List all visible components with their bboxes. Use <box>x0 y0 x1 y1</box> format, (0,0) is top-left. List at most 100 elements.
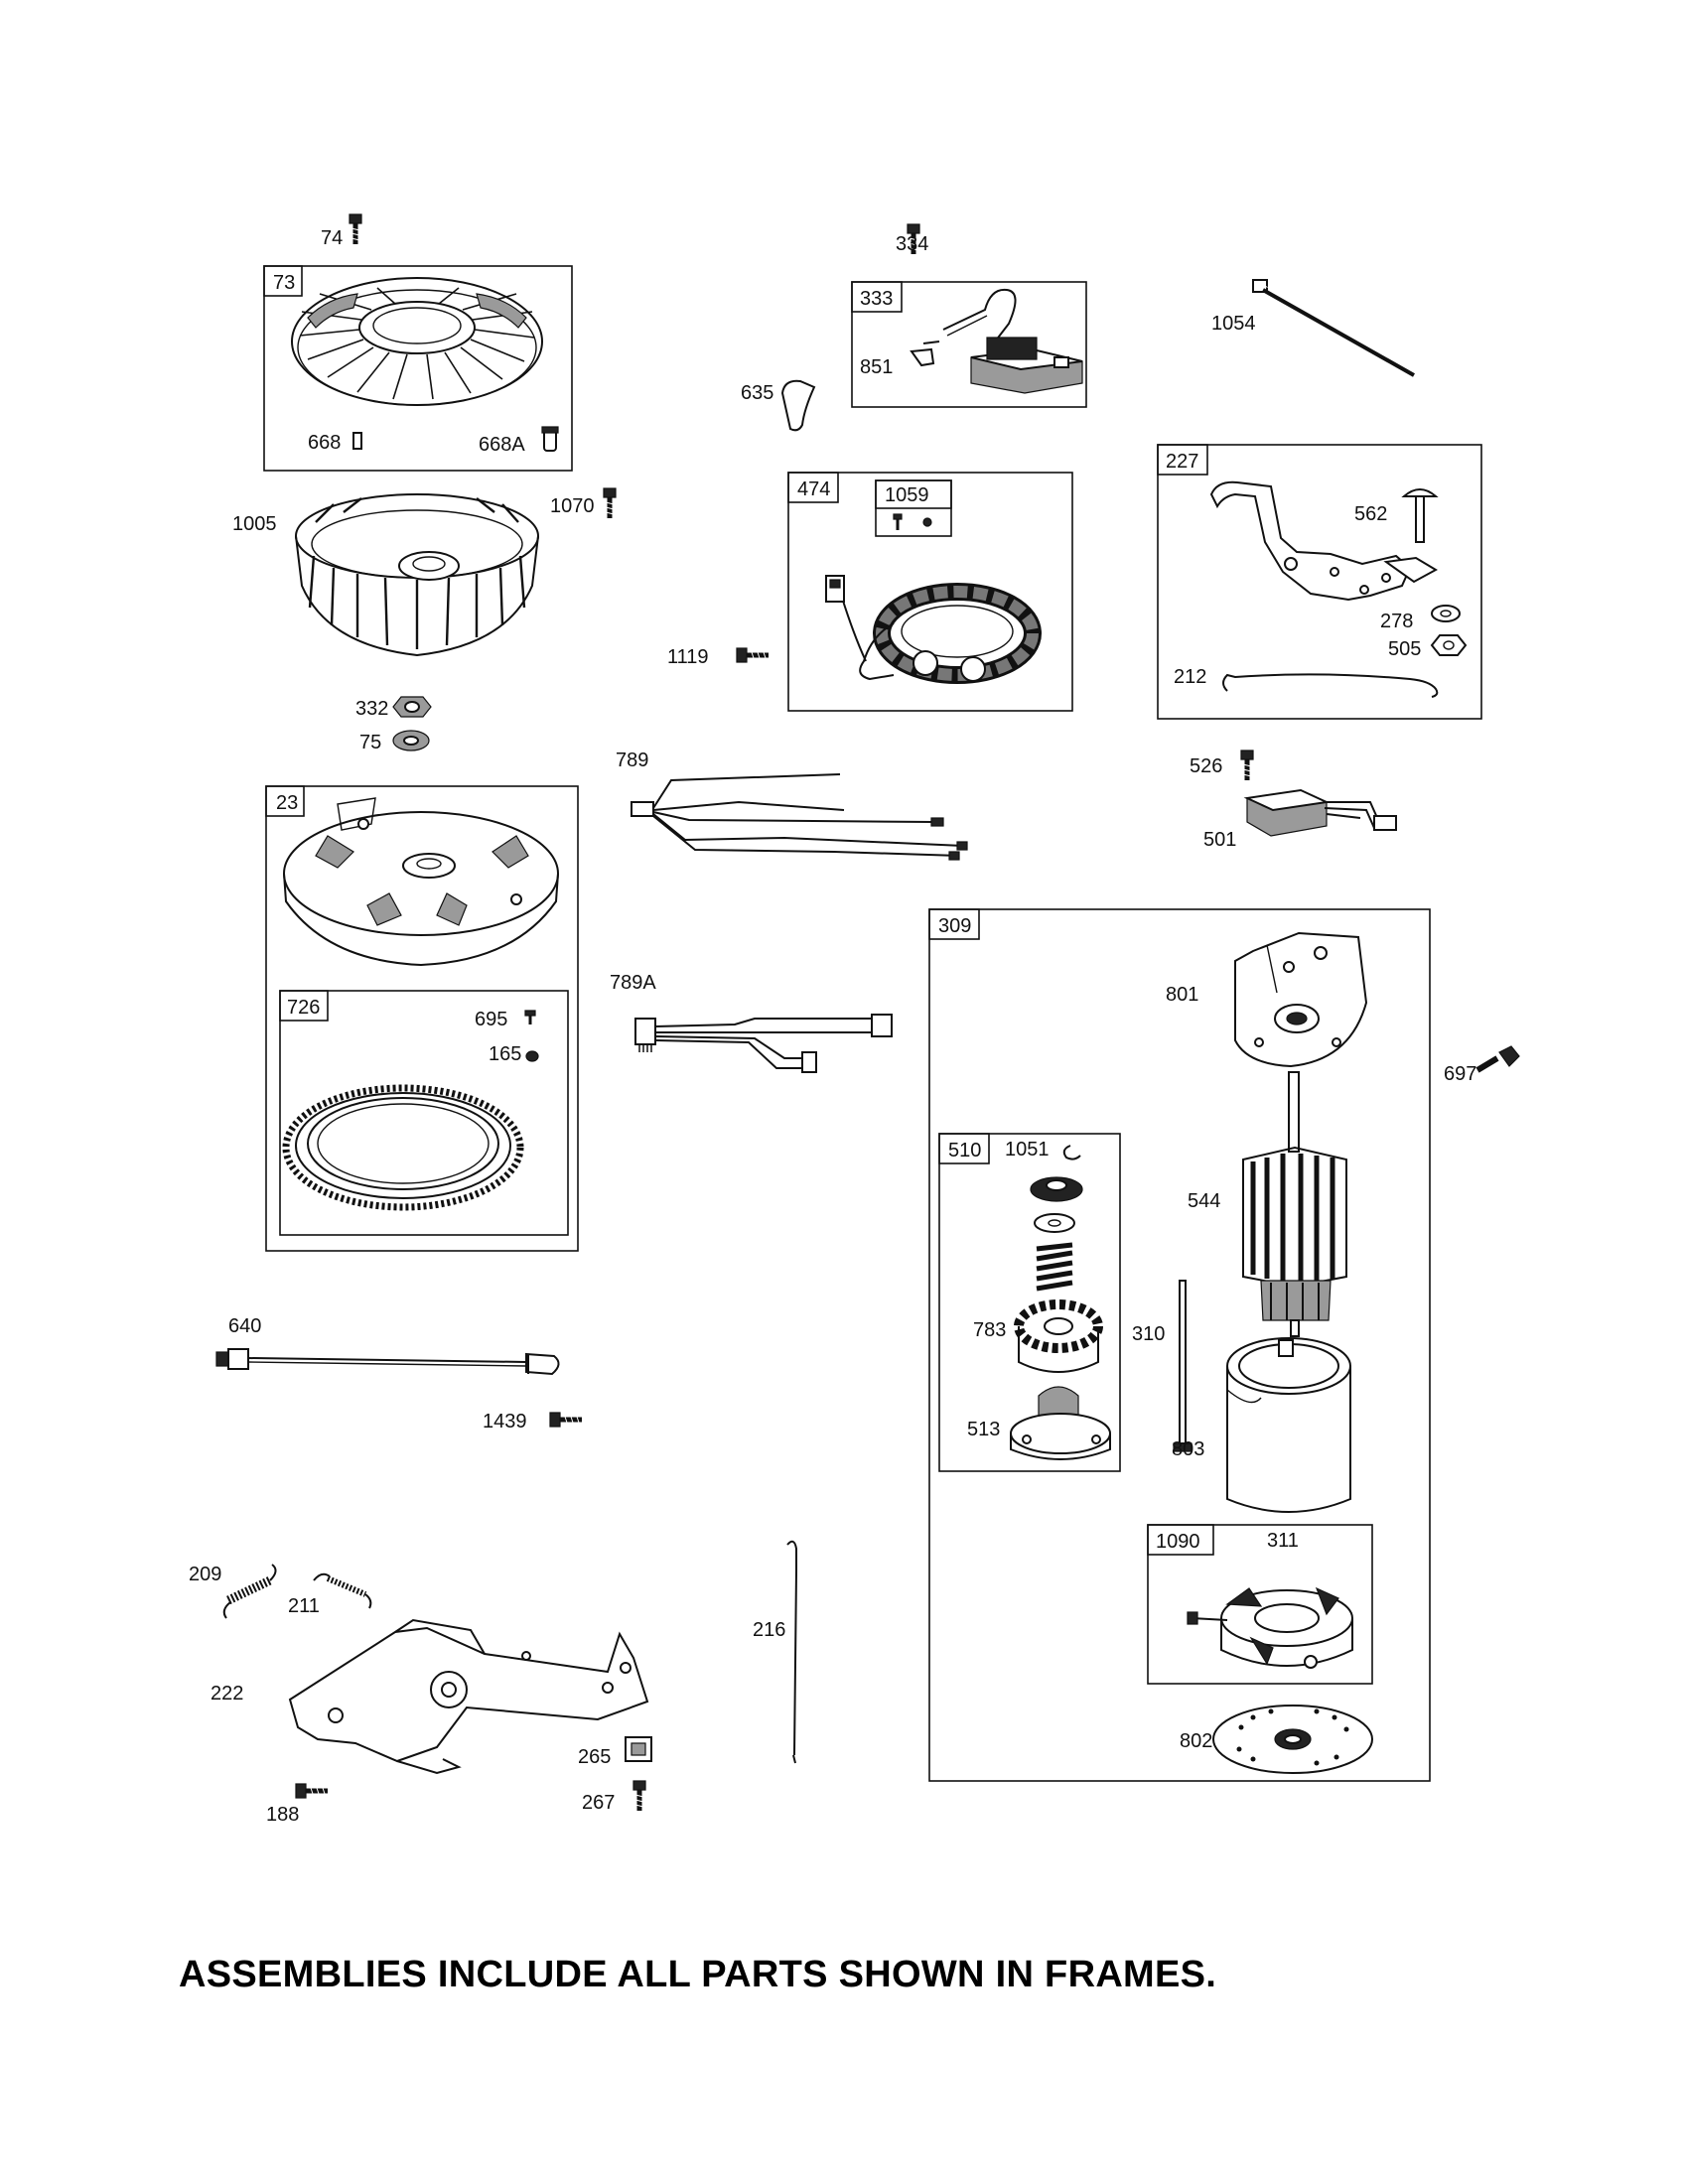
callout-501: 501 <box>1203 829 1236 851</box>
washer-278-icon <box>1431 605 1461 622</box>
screw-1119-icon <box>737 648 769 662</box>
screw-267-icon <box>633 1781 645 1811</box>
callout-75: 75 <box>359 732 381 753</box>
frame-309: 309 <box>928 908 1431 1782</box>
callout-222: 222 <box>210 1683 243 1705</box>
frame-23: 23 <box>265 785 579 1252</box>
callout-188: 188 <box>266 1804 299 1826</box>
brush-holder-311-icon <box>1187 1586 1353 1669</box>
governor-link-216-icon <box>786 1540 797 1764</box>
callout-211: 211 <box>288 1595 320 1617</box>
callout-311: 311 <box>1267 1530 1299 1552</box>
nut-165-icon <box>525 1050 539 1062</box>
frame-label-474: 474 <box>797 478 830 500</box>
callout-789: 789 <box>616 750 648 771</box>
nut-332-icon <box>392 696 432 718</box>
callout-526: 526 <box>1190 755 1222 777</box>
frame-label-227: 227 <box>1166 451 1198 473</box>
alternator-474-icon <box>825 575 1042 684</box>
callout-789A: 789A <box>610 972 656 994</box>
link-212-icon <box>1222 673 1439 698</box>
flywheel-23-icon <box>283 797 559 967</box>
callout-334: 334 <box>896 233 928 255</box>
control-bracket-227-icon <box>1209 480 1439 602</box>
frame-label-510: 510 <box>948 1140 981 1161</box>
callout-1070: 1070 <box>550 495 595 517</box>
callout-332: 332 <box>355 698 388 720</box>
frame-333: 333 <box>851 281 1087 408</box>
armature-544-icon <box>1242 1071 1347 1337</box>
blower-screen-73-icon <box>291 277 543 406</box>
callout-1051: 1051 <box>1005 1139 1050 1160</box>
ring-gear-726-icon <box>282 1084 524 1211</box>
callout-640: 640 <box>228 1315 261 1337</box>
callout-635: 635 <box>741 382 773 404</box>
drive-kit-510-icon <box>1030 1176 1083 1292</box>
frame-label-309: 309 <box>938 915 971 937</box>
callout-562: 562 <box>1354 503 1387 525</box>
callout-513: 513 <box>967 1419 1000 1440</box>
callout-265: 265 <box>578 1746 611 1768</box>
ground-wire-640-icon <box>215 1348 560 1376</box>
wire-harness-789-icon <box>631 773 968 861</box>
end-cap-801-icon <box>1234 931 1368 1068</box>
frame-label-333: 333 <box>860 288 893 310</box>
through-bolt-310-icon <box>1173 1280 1193 1452</box>
fan-1005-icon <box>295 493 539 657</box>
snap-ring-1051-icon <box>1062 1145 1081 1160</box>
callout-668A: 668A <box>479 434 525 456</box>
frame-474: 474 <box>787 472 1073 712</box>
callout-278: 278 <box>1380 611 1413 632</box>
screw-1070-icon <box>604 488 616 518</box>
screw-188-icon <box>296 1784 328 1798</box>
end-plate-802-icon <box>1212 1705 1373 1774</box>
pinion-gear-783-icon <box>1014 1299 1103 1373</box>
callout-310: 310 <box>1132 1323 1165 1345</box>
cable-tie-1054-icon <box>1252 279 1417 377</box>
clip-851-icon <box>910 341 940 367</box>
assembly-frames: 73 23 726 333 474 1059 <box>263 265 1482 1782</box>
spacer-668A-icon <box>541 426 559 452</box>
callout-216: 216 <box>753 1619 785 1641</box>
frame-73: 73 <box>263 265 573 472</box>
callout-1054: 1054 <box>1211 313 1256 335</box>
callout-544: 544 <box>1188 1190 1220 1212</box>
spring-209-icon <box>222 1564 277 1619</box>
callout-695: 695 <box>475 1009 507 1030</box>
frame-label-1090: 1090 <box>1156 1531 1200 1553</box>
wire-harness-789A-icon <box>634 1014 893 1073</box>
callout-1119: 1119 <box>667 646 709 668</box>
callout-697: 697 <box>1444 1063 1476 1085</box>
footer-note: ASSEMBLIES INCLUDE ALL PARTS SHOWN IN FR… <box>179 1954 1217 1995</box>
callout-209: 209 <box>189 1564 221 1585</box>
spark-plug-boot-635-icon <box>780 379 816 432</box>
clip-265-icon <box>625 1736 652 1762</box>
part-drawings <box>215 214 1520 1811</box>
callout-1005: 1005 <box>232 513 277 535</box>
callout-165: 165 <box>489 1043 521 1065</box>
screw-1439-icon <box>550 1413 582 1427</box>
callout-267: 267 <box>582 1792 615 1814</box>
drive-housing-513-icon <box>1010 1386 1111 1460</box>
governor-bracket-222-icon <box>288 1618 649 1775</box>
spring-211-icon <box>313 1572 372 1609</box>
callout-783: 783 <box>973 1319 1006 1341</box>
frame-label-1059: 1059 <box>885 484 929 506</box>
motor-frame-803-icon <box>1226 1337 1351 1513</box>
callout-212: 212 <box>1174 666 1206 688</box>
frame-510: 510 <box>938 1133 1121 1472</box>
washer-75-icon <box>392 730 430 751</box>
frame-1059: 1059 <box>875 479 952 537</box>
frame-726: 726 <box>279 990 569 1236</box>
callout-851: 851 <box>860 356 893 378</box>
callout-74: 74 <box>321 227 343 249</box>
frame-1090: 1090 <box>1147 1524 1373 1685</box>
screw-74-icon <box>350 214 361 244</box>
screw-526-icon <box>1241 751 1253 780</box>
screw-nut-1059-icon <box>893 513 932 530</box>
regulator-501-icon <box>1243 788 1397 837</box>
pin-668-icon <box>352 432 362 450</box>
frame-227: 227 <box>1157 444 1482 720</box>
callout-803: 803 <box>1172 1438 1204 1460</box>
